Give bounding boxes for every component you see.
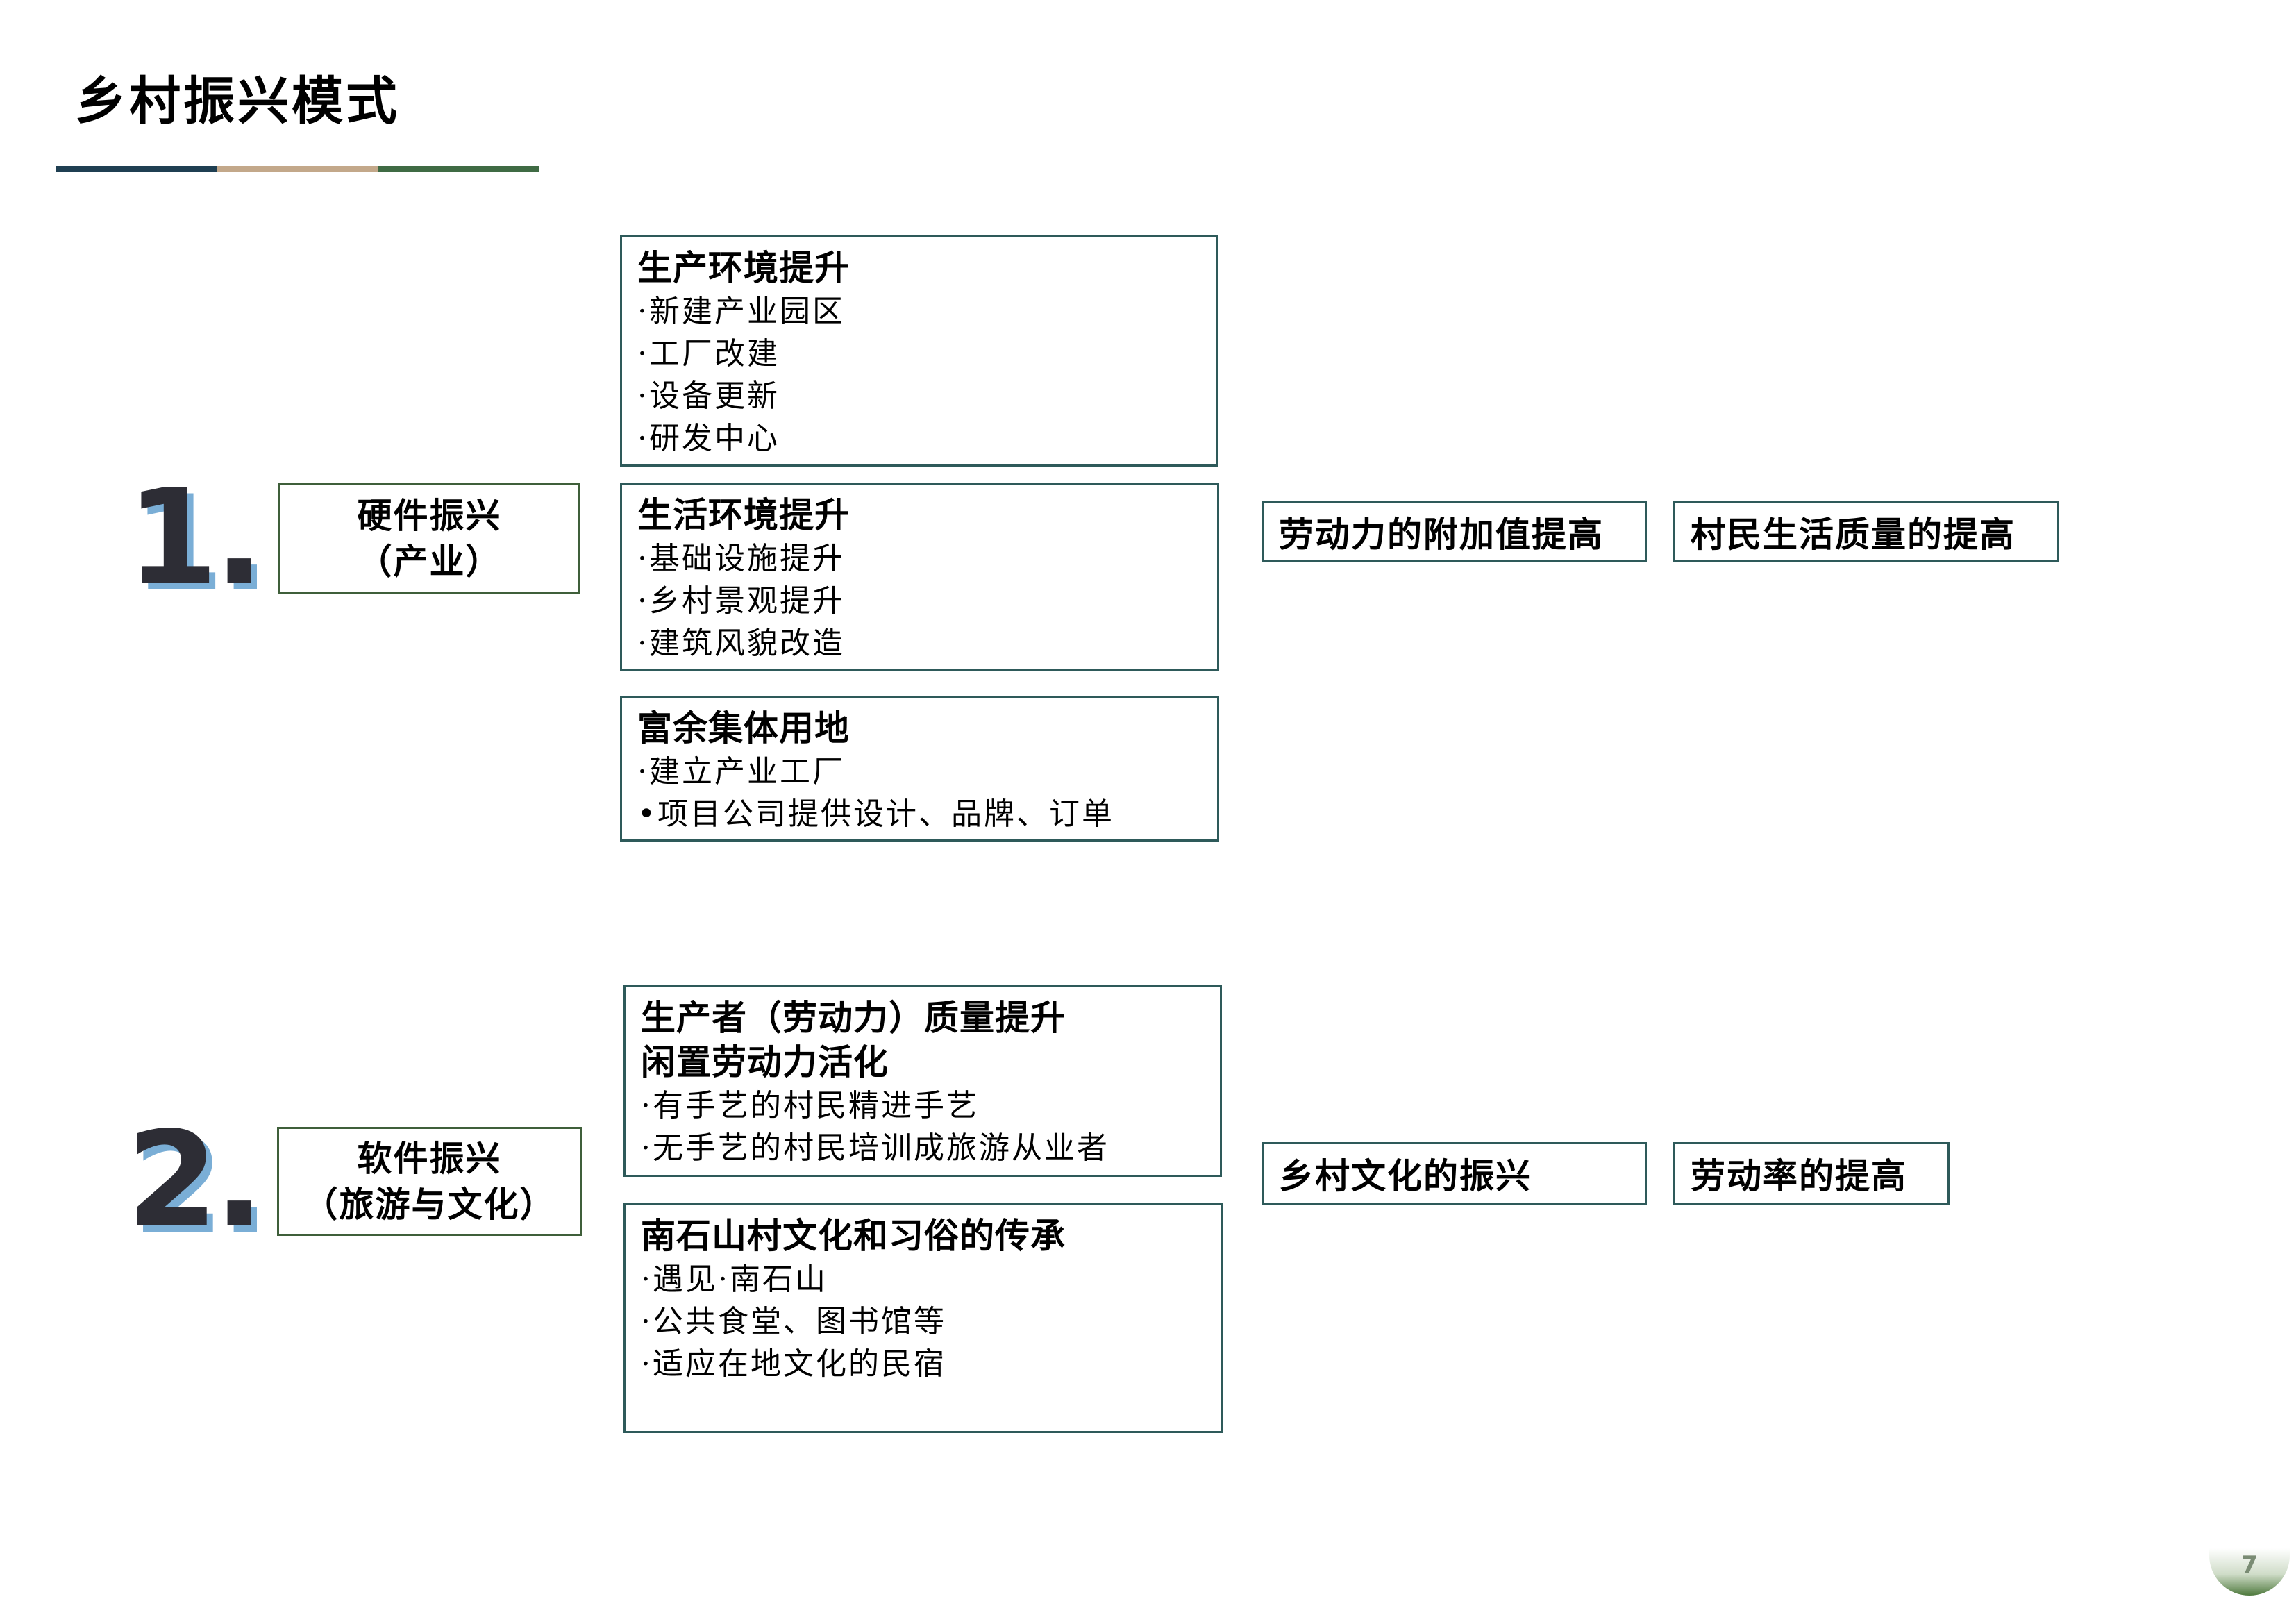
outcome-box-rural-culture: 乡村文化的振兴 bbox=[1262, 1142, 1647, 1205]
detail-item: ·适应在地文化的民宿 bbox=[641, 1346, 946, 1382]
section-2-number-text: 2. bbox=[126, 1103, 264, 1257]
page-title: 乡村振兴模式 bbox=[75, 72, 400, 131]
title-underline-segment-3 bbox=[378, 166, 539, 172]
detail-heading-secondary: 闲置劳动力活化 bbox=[641, 1041, 889, 1082]
category-box-hardware: 硬件振兴 （产业） bbox=[278, 483, 580, 594]
detail-item: ·建立产业工厂 bbox=[637, 754, 845, 789]
section-1-number-shadow: 1. bbox=[133, 467, 270, 621]
detail-item: ·有手艺的村民精进手艺 bbox=[641, 1088, 979, 1123]
title-underline bbox=[56, 166, 539, 172]
section-1-number: 1. 1. bbox=[126, 461, 286, 614]
detail-item: •项目公司提供设计、品牌、订单 bbox=[637, 796, 1114, 832]
outcome-box-labor-rate: 劳动率的提高 bbox=[1673, 1142, 1950, 1205]
section-2-number: 2. 2. bbox=[126, 1103, 286, 1257]
category-sublabel: （旅游与文化） bbox=[303, 1183, 556, 1225]
outcome-box-living-quality: 村民生活质量的提高 bbox=[1673, 501, 2059, 562]
detail-item: ·无手艺的村民培训成旅游从业者 bbox=[641, 1130, 1109, 1166]
page-number-badge: 7 bbox=[2208, 1548, 2291, 1604]
detail-item: ·工厂改建 bbox=[637, 336, 780, 371]
detail-heading: 生产环境提升 bbox=[637, 247, 850, 288]
detail-box-production-environment: 生产环境提升 ·新建产业园区 ·工厂改建 ·设备更新 ·研发中心 bbox=[620, 235, 1218, 467]
category-label: 软件振兴 bbox=[357, 1137, 502, 1179]
page-badge-shape bbox=[2209, 1548, 2290, 1596]
detail-item: ·遇见·南石山 bbox=[641, 1262, 828, 1297]
category-sublabel: （产业） bbox=[357, 541, 502, 582]
outcome-box-labor-value: 劳动力的附加值提高 bbox=[1262, 501, 1647, 562]
section-2-number-shadow: 2. bbox=[133, 1110, 270, 1263]
outcome-label: 乡村文化的振兴 bbox=[1279, 1155, 1532, 1196]
detail-item: ·乡村景观提升 bbox=[637, 583, 845, 619]
detail-item: ·新建产业园区 bbox=[637, 294, 845, 329]
detail-item: ·设备更新 bbox=[637, 378, 780, 414]
outcome-label: 村民生活质量的提高 bbox=[1691, 514, 2016, 555]
detail-box-surplus-land: 富余集体用地 ·建立产业工厂 •项目公司提供设计、品牌、订单 bbox=[620, 696, 1219, 842]
detail-heading: 南石山村文化和习俗的传承 bbox=[641, 1215, 1066, 1256]
detail-box-living-environment: 生活环境提升 ·基础设施提升 ·乡村景观提升 ·建筑风貌改造 bbox=[620, 483, 1219, 671]
outcome-label: 劳动率的提高 bbox=[1691, 1155, 1907, 1196]
detail-box-labor-quality: 生产者（劳动力）质量提升 闲置劳动力活化 ·有手艺的村民精进手艺 ·无手艺的村民… bbox=[623, 985, 1222, 1177]
outcome-label: 劳动力的附加值提高 bbox=[1279, 514, 1604, 555]
detail-item: ·研发中心 bbox=[637, 421, 780, 456]
category-label: 硬件振兴 bbox=[357, 495, 502, 536]
detail-heading: 富余集体用地 bbox=[637, 708, 850, 748]
title-underline-segment-1 bbox=[56, 166, 217, 172]
section-1-number-text: 1. bbox=[126, 461, 264, 614]
detail-item: ·建筑风貌改造 bbox=[637, 626, 845, 661]
detail-heading: 生活环境提升 bbox=[637, 494, 850, 535]
category-box-software: 软件振兴 （旅游与文化） bbox=[277, 1127, 582, 1236]
detail-box-culture-heritage: 南石山村文化和习俗的传承 ·遇见·南石山 ·公共食堂、图书馆等 ·适应在地文化的… bbox=[623, 1203, 1223, 1433]
detail-item: ·基础设施提升 bbox=[637, 541, 845, 576]
detail-item: ·公共食堂、图书馆等 bbox=[641, 1304, 946, 1339]
page-number: 7 bbox=[2241, 1551, 2258, 1579]
detail-heading: 生产者（劳动力）质量提升 bbox=[641, 997, 1066, 1038]
title-underline-segment-2 bbox=[217, 166, 378, 172]
